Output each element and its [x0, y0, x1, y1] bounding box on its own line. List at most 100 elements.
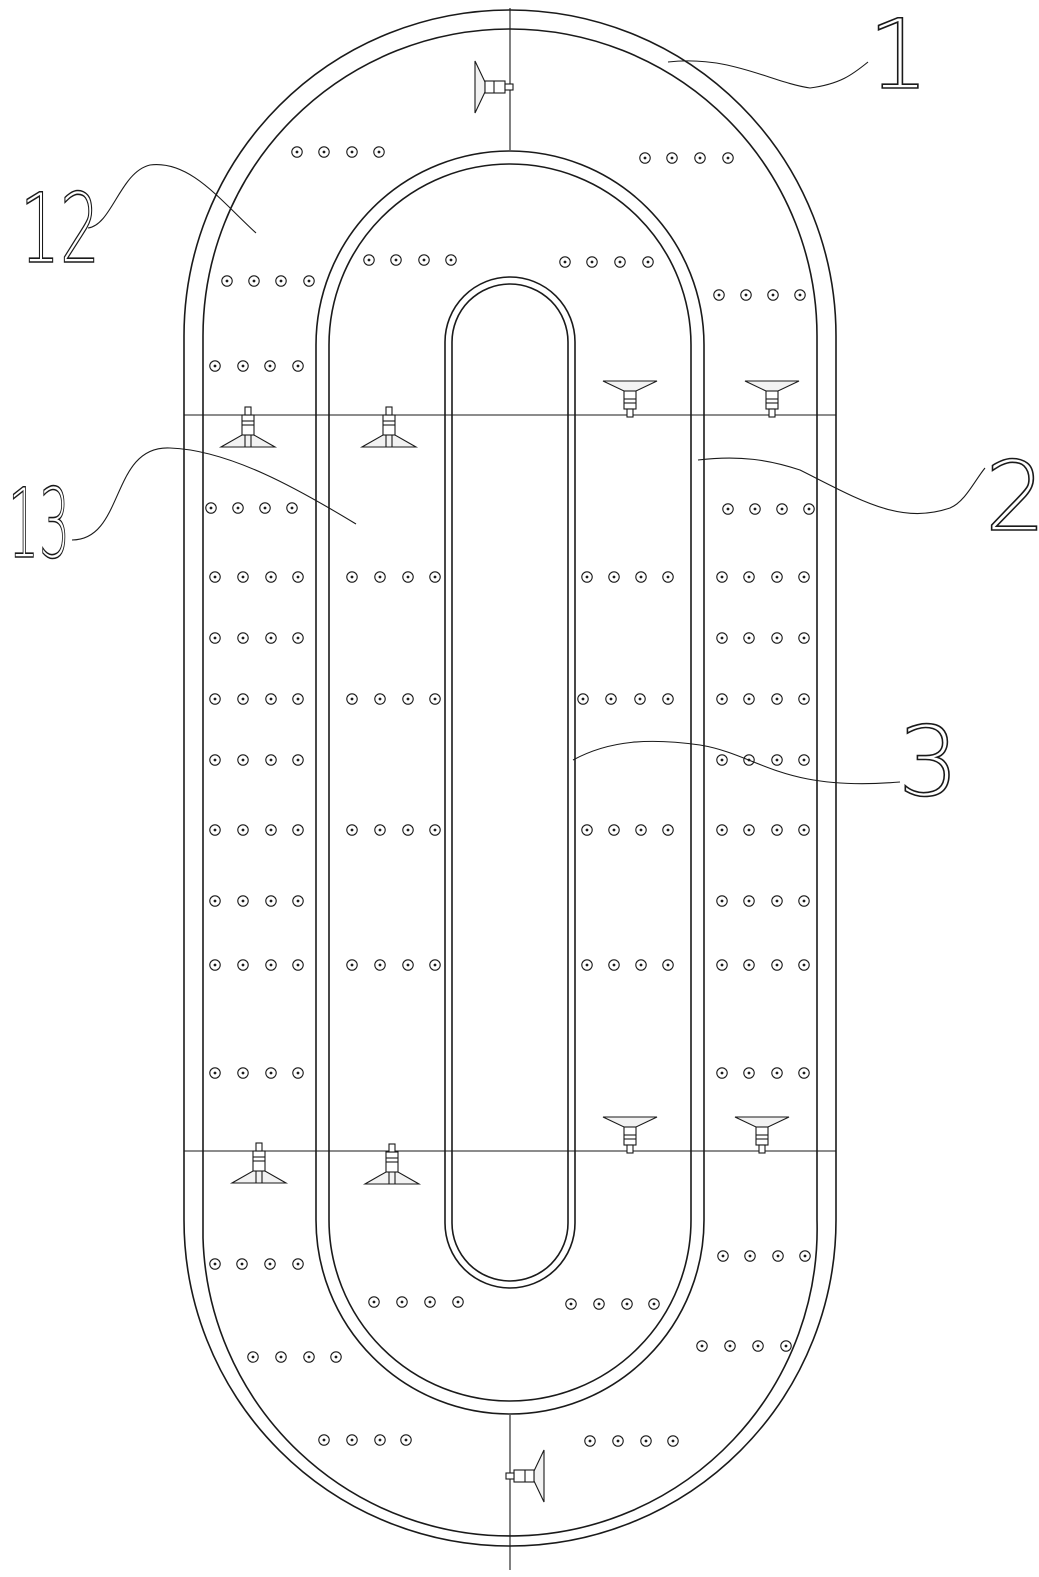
leader-line-13	[71, 447, 357, 541]
diffuser-icon	[292, 1067, 304, 1079]
diffuser-icon	[265, 571, 277, 583]
diffuser-icon	[716, 754, 728, 766]
diffuser-icon	[346, 824, 358, 836]
diffuser-icon	[303, 1351, 315, 1363]
callout-label-3: 3	[898, 706, 959, 818]
diffuser-icon	[642, 256, 654, 268]
diffuser-icon	[368, 1296, 380, 1308]
diffuser-icon	[743, 632, 755, 644]
diffuser-icon	[716, 693, 728, 705]
diffuser-icon	[265, 959, 277, 971]
diffuser-icon	[291, 146, 303, 158]
diffuser-icon	[593, 1298, 605, 1310]
diffuser-icon	[662, 693, 674, 705]
diffuser-icon	[581, 824, 593, 836]
diffuser-icon	[346, 571, 358, 583]
diffuser-icon	[346, 1434, 358, 1446]
diffuser-icon	[402, 693, 414, 705]
diffuser-icon	[586, 256, 598, 268]
diffuser-icon	[771, 571, 783, 583]
diffuser-icon	[716, 571, 728, 583]
diffuser-icon	[259, 502, 271, 514]
diffuser-icon	[346, 959, 358, 971]
diffuser-icon	[400, 1434, 412, 1446]
diffuser-icon	[559, 256, 571, 268]
diffuser-icon	[237, 959, 249, 971]
diffuser-icon	[605, 693, 617, 705]
diffuser-icon	[743, 571, 755, 583]
diffuser-icon	[418, 254, 430, 266]
diffuser-icon	[265, 895, 277, 907]
diffuser-icon	[694, 152, 706, 164]
callout-label-1: 1	[868, 0, 929, 111]
diffuser-icon	[716, 632, 728, 644]
diffuser-icon	[771, 693, 783, 705]
callout-labels: 1 12 13 2 3	[7, 0, 1039, 819]
diffuser-icon	[584, 1435, 596, 1447]
aerator-icon	[359, 406, 419, 448]
diffuser-icon	[771, 632, 783, 644]
diffuser-icon	[237, 571, 249, 583]
outer-wall-inner	[202, 28, 818, 1537]
diffuser-icon	[798, 959, 810, 971]
diffuser-icon	[292, 959, 304, 971]
diffuser-icon	[363, 254, 375, 266]
diffuser-icon	[374, 571, 386, 583]
diffuser-icon	[635, 571, 647, 583]
diffuser-icon	[237, 632, 249, 644]
diffuser-icon	[209, 754, 221, 766]
diffuser-icon	[292, 693, 304, 705]
aerator-icon	[218, 406, 278, 448]
diffuser-icon	[743, 959, 755, 971]
central-island-inner	[451, 283, 569, 1282]
diffuser-icon	[374, 693, 386, 705]
diffuser-icon	[771, 754, 783, 766]
diffuser-icon	[696, 1340, 708, 1352]
diffuser-icon	[237, 1067, 249, 1079]
diffuser-icon	[577, 693, 589, 705]
diffuser-icon	[205, 502, 217, 514]
diffuser-icon	[717, 1250, 729, 1262]
diffuser-icon	[803, 503, 815, 515]
diffuser-icon	[743, 824, 755, 836]
diffuser-icon	[798, 693, 810, 705]
diffuser-icon	[798, 1067, 810, 1079]
diffuser-icon	[752, 1340, 764, 1352]
diffuser-icon	[209, 360, 221, 372]
diffuser-icon	[429, 571, 441, 583]
aerator-icon	[602, 380, 658, 418]
outer-wall-outer	[183, 9, 837, 1547]
aerator-icon	[602, 1116, 658, 1154]
diffuser-icon	[265, 632, 277, 644]
central-island-outer	[444, 276, 576, 1289]
diffuser-icon	[402, 571, 414, 583]
diffuser-icon	[264, 360, 276, 372]
diffuser-icon	[648, 1298, 660, 1310]
diffuser-icon	[716, 959, 728, 971]
aerator-icon	[505, 1449, 545, 1503]
diffuser-icon	[452, 1296, 464, 1308]
aerator-icon	[734, 1116, 790, 1154]
diffuser-icon	[237, 824, 249, 836]
leader-line-12	[87, 164, 257, 234]
diffuser-icon	[237, 693, 249, 705]
diffuser-icon	[373, 146, 385, 158]
diffuser-icon	[429, 824, 441, 836]
diffuser-icon	[247, 1351, 259, 1363]
diffuser-icon	[662, 571, 674, 583]
diffuser-icon	[292, 824, 304, 836]
diffuser-icon	[374, 824, 386, 836]
diffuser-icon	[608, 571, 620, 583]
diffuser-icon	[292, 1258, 304, 1270]
diffuser-icon	[771, 895, 783, 907]
diffuser-icon	[581, 959, 593, 971]
diffuser-icon	[346, 693, 358, 705]
diffuser-icon	[264, 1258, 276, 1270]
diffuser-icon	[292, 632, 304, 644]
diffuser-icon	[771, 1067, 783, 1079]
diffuser-icon	[209, 824, 221, 836]
diffuser-icon	[292, 360, 304, 372]
diffuser-icon	[716, 1067, 728, 1079]
diffuser-icon	[209, 959, 221, 971]
aerator-icon	[474, 60, 514, 114]
